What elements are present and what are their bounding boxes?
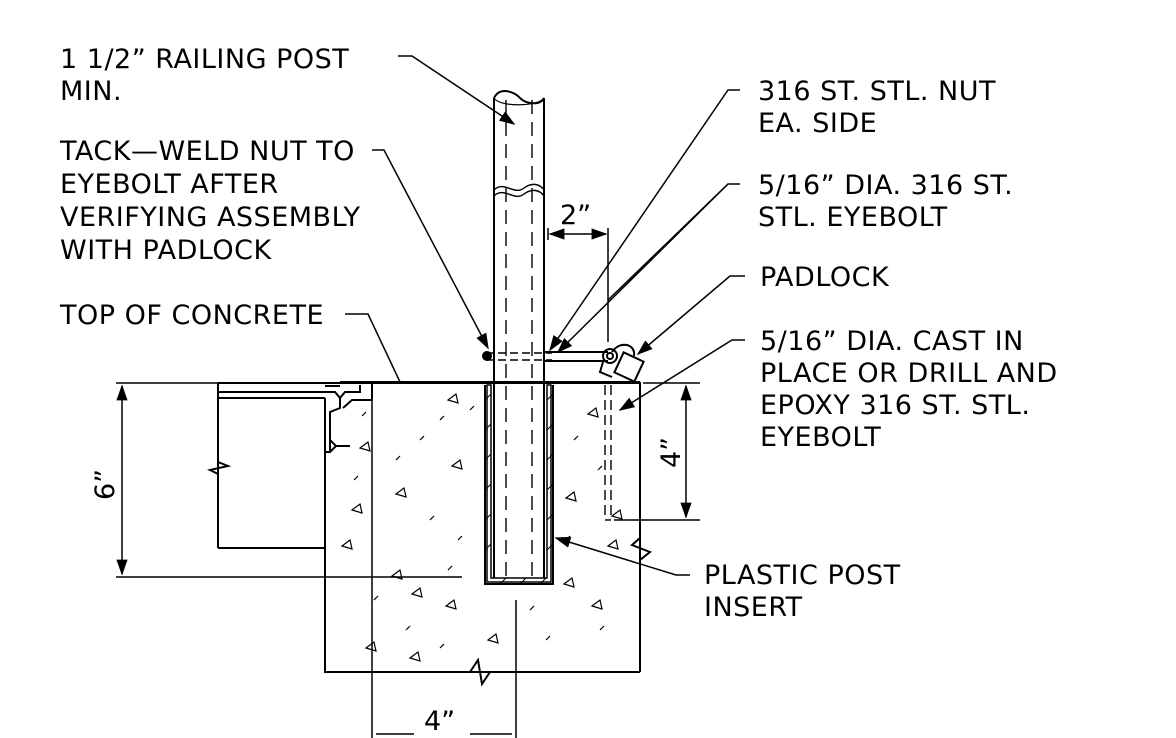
concrete-aggregate-hatch bbox=[340, 392, 623, 662]
bottom-break-line bbox=[325, 657, 640, 687]
svg-text:TACK—WELD NUT TO: TACK—WELD NUT TO bbox=[59, 136, 355, 167]
svg-text:EA. SIDE: EA. SIDE bbox=[758, 108, 877, 139]
callout-cast-in: 5/16” DIA. CAST IN PLACE OR DRILL AND EP… bbox=[760, 326, 1058, 453]
callout-nut: 316 ST. STL. NUT EA. SIDE bbox=[758, 76, 996, 139]
svg-text:VERIFYING ASSEMBLY: VERIFYING ASSEMBLY bbox=[60, 202, 361, 233]
leader-padlock bbox=[636, 275, 745, 356]
callout-railing-post: 1 1/2” RAILING POST MIN. bbox=[60, 44, 349, 107]
railing-post bbox=[493, 90, 545, 578]
svg-text:WITH PADLOCK: WITH PADLOCK bbox=[60, 235, 273, 266]
leader-railing-post bbox=[398, 55, 516, 125]
callout-tack-weld: TACK—WELD NUT TO EYEBOLT AFTER VERIFYING… bbox=[59, 136, 361, 266]
callout-plastic-insert: PLASTIC POST INSERT bbox=[704, 560, 901, 623]
eye-ring bbox=[602, 348, 618, 364]
dimension-lines bbox=[116, 228, 692, 576]
svg-text:MIN.: MIN. bbox=[60, 76, 122, 107]
right-break-line bbox=[630, 520, 652, 672]
callout-eyebolt: 5/16” DIA. 316 ST. STL. EYEBOLT bbox=[758, 170, 1013, 233]
svg-text:TOP OF CONCRETE: TOP OF CONCRETE bbox=[59, 300, 324, 331]
leader-nut bbox=[549, 89, 740, 352]
leader-cast-in bbox=[618, 339, 745, 411]
svg-text:PADLOCK: PADLOCK bbox=[760, 262, 890, 293]
svg-text:1 1/2” RAILING POST: 1 1/2” RAILING POST bbox=[60, 44, 349, 75]
svg-text:EYEBOLT: EYEBOLT bbox=[760, 422, 881, 453]
padlock bbox=[611, 343, 645, 383]
dim-4-vertical-label: 4” bbox=[656, 437, 687, 468]
leader-tack-weld bbox=[372, 149, 489, 350]
gutter-drain-section bbox=[207, 383, 373, 549]
leader-top-of-concrete bbox=[345, 313, 401, 383]
svg-text:5/16” DIA. 316 ST.: 5/16” DIA. 316 ST. bbox=[758, 170, 1013, 201]
plastic-post-insert bbox=[484, 384, 554, 585]
svg-text:EYEBOLT AFTER: EYEBOLT AFTER bbox=[60, 169, 279, 200]
svg-text:EPOXY 316 ST. STL.: EPOXY 316 ST. STL. bbox=[760, 390, 1030, 421]
callout-padlock: PADLOCK bbox=[760, 262, 890, 293]
svg-text:STL. EYEBOLT: STL. EYEBOLT bbox=[758, 202, 948, 233]
dim-2-label: 2” bbox=[560, 200, 591, 231]
svg-text:PLASTIC POST: PLASTIC POST bbox=[704, 560, 901, 591]
cast-in-eyebolt bbox=[604, 385, 612, 521]
left-nut bbox=[482, 351, 492, 361]
extension-lines bbox=[116, 228, 700, 738]
eyebolt-assembly bbox=[482, 348, 618, 378]
leader-eyebolt-2 bbox=[607, 183, 729, 301]
svg-text:PLACE OR DRILL AND: PLACE OR DRILL AND bbox=[760, 358, 1058, 389]
svg-text:INSERT: INSERT bbox=[704, 592, 803, 623]
svg-text:316 ST. STL. NUT: 316 ST. STL. NUT bbox=[758, 76, 996, 107]
dim-4-width-label: 4” bbox=[424, 706, 455, 737]
leader-lines bbox=[345, 55, 745, 576]
concrete-section bbox=[218, 381, 652, 687]
svg-text:5/16” DIA. CAST IN: 5/16” DIA. CAST IN bbox=[760, 326, 1024, 357]
dim-6-label: 6” bbox=[90, 469, 121, 500]
leader-plastic-insert bbox=[554, 536, 690, 576]
callout-top-of-concrete: TOP OF CONCRETE bbox=[59, 300, 324, 331]
